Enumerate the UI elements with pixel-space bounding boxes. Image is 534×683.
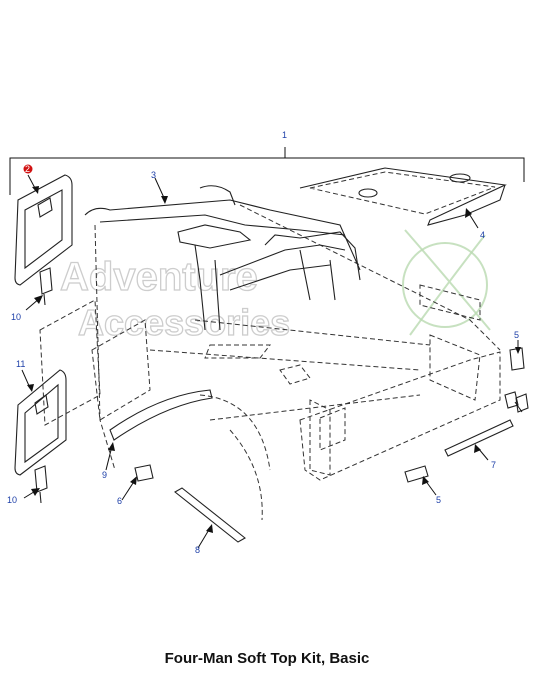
- callout-5-upper: 5: [514, 330, 519, 340]
- bracket-lower: [404, 465, 429, 483]
- retainer-strip-right: [444, 419, 514, 457]
- side-window-lower: [14, 369, 67, 476]
- callout-2: 2: [25, 164, 30, 174]
- callout-11: 11: [16, 359, 25, 369]
- soft-top-frame: [84, 185, 361, 331]
- callout-labels: 1 2 3 4 5 5 6 7 8 9 10 10 11: [7, 130, 519, 555]
- rear-panels: [39, 299, 151, 426]
- diagram-caption: Four-Man Soft Top Kit, Basic: [164, 650, 370, 667]
- watermark-line1: Adventure: [60, 255, 258, 299]
- vehicle-body-outline: [94, 204, 501, 521]
- watermark-x-icon: [402, 229, 491, 336]
- callout-8: 8: [195, 545, 200, 555]
- callout-10-upper: 10: [11, 312, 21, 322]
- callout-5-lower: 5: [436, 495, 441, 505]
- fastener-upper: [39, 267, 53, 306]
- callout-4: 4: [480, 230, 485, 240]
- callout-1: 1: [282, 130, 287, 140]
- watermark: Adventure Accessories: [59, 229, 491, 344]
- retainer-strip-long: [174, 487, 246, 543]
- leader-lines: [21, 174, 523, 549]
- callout-9: 9: [102, 470, 107, 480]
- kit-bracket: [9, 147, 525, 195]
- soft-top-canvas: [299, 167, 507, 226]
- callout-7: 7: [491, 460, 496, 470]
- fastener-lower: [34, 465, 48, 504]
- header-bow: [109, 389, 213, 441]
- callout-10-lower: 10: [7, 495, 17, 505]
- callout-6: 6: [117, 496, 122, 506]
- callout-3: 3: [151, 170, 156, 180]
- clip-part: [134, 464, 154, 482]
- callout-2-marker: [23, 164, 33, 174]
- side-window-upper: [14, 174, 73, 286]
- bracket-right: [504, 347, 529, 413]
- watermark-line2: Accessories: [78, 302, 290, 343]
